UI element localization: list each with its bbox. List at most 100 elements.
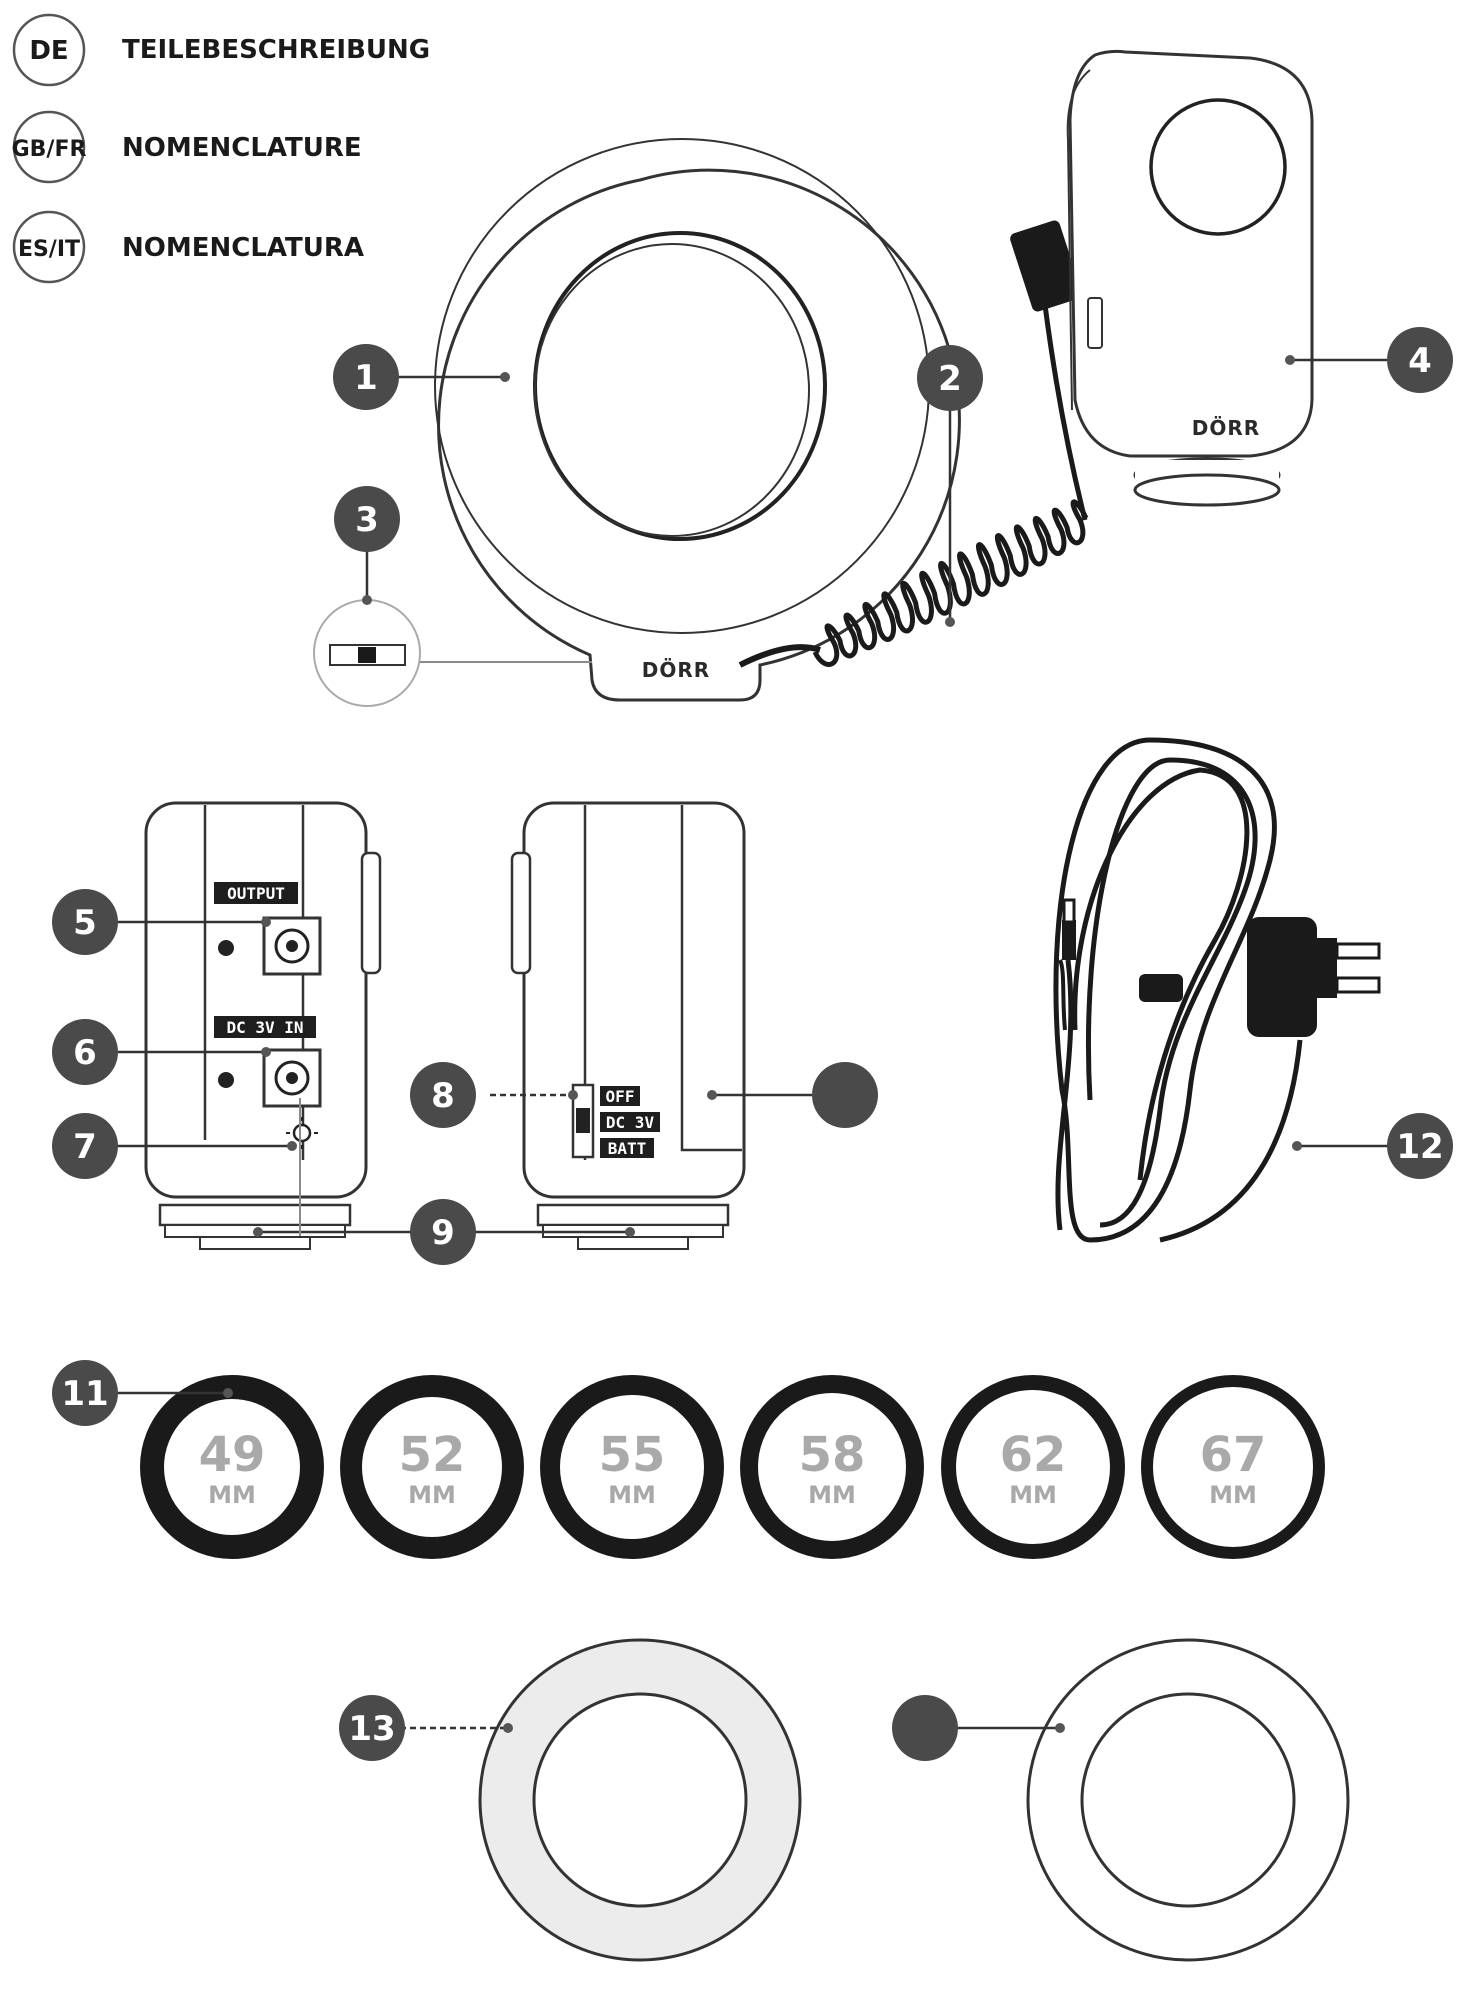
switch-dc-label-box xyxy=(600,1112,660,1132)
side-view-body xyxy=(522,801,746,1199)
switch-batt-label: BATT xyxy=(608,1139,647,1158)
switch-knob xyxy=(358,647,376,663)
adapter-ring-unit: MM xyxy=(608,1481,656,1509)
diffuser-ring-frosted-opening xyxy=(532,1692,748,1908)
leader-dot xyxy=(261,917,271,927)
adapter-cable-loop xyxy=(1053,737,1277,1243)
svg-text:1: 1 xyxy=(354,358,378,398)
wall-plug-body xyxy=(1247,917,1317,1037)
ring-flash-illustration: DÖRR xyxy=(434,138,961,702)
control-unit-side xyxy=(1066,69,1091,411)
dc-in-label: DC 3V IN xyxy=(226,1018,303,1037)
language-row-gbfr: GB/FR NOMENCLATURE xyxy=(12,110,362,184)
adapter-ring-size: 62 xyxy=(1000,1427,1067,1483)
leader-dot xyxy=(625,1227,635,1237)
callout-4: 4 xyxy=(1387,327,1453,393)
callout-1: 1 xyxy=(333,344,399,410)
indicator-led-icon xyxy=(292,1123,312,1143)
switch-detail-magnifier xyxy=(313,599,592,707)
language-row-esit: ES/IT NOMENCLATURA xyxy=(12,210,364,284)
diffuser-illustration xyxy=(478,1638,1350,1962)
control-unit-left-side-view: OUTPUT DC 3V IN xyxy=(144,801,382,1250)
adapter-ring-size: 58 xyxy=(799,1427,866,1483)
svg-text:9: 9 xyxy=(431,1213,455,1253)
language-badge xyxy=(12,110,86,184)
adapter-cable-lead xyxy=(1055,959,1074,1231)
adapter-ring-size: 49 xyxy=(199,1427,266,1483)
adapter-ring-unit: MM xyxy=(208,1481,256,1509)
output-label: OUTPUT xyxy=(227,884,285,903)
language-badge xyxy=(12,13,86,87)
adapter-ring-unit: MM xyxy=(1009,1481,1057,1509)
svg-text:13: 13 xyxy=(348,1709,395,1749)
leader-dot xyxy=(945,617,955,627)
control-unit-lamp xyxy=(1149,98,1287,236)
brand-logo: DÖRR xyxy=(1192,416,1260,440)
svg-text:7: 7 xyxy=(73,1127,97,1167)
adapter-ring-size: 52 xyxy=(399,1427,466,1483)
callout-3: 3 xyxy=(334,486,400,552)
adapter-ring-size: 67 xyxy=(1200,1427,1267,1483)
brand-logo: DÖRR xyxy=(642,658,710,682)
adapter-cable-lead xyxy=(1159,1039,1303,1243)
wall-plug-collar xyxy=(1317,938,1337,998)
switch-off-label-box xyxy=(600,1086,640,1106)
diffuser-ring-clear-opening xyxy=(1080,1692,1296,1908)
cable-connector xyxy=(1010,220,1082,312)
callout-leaders xyxy=(118,355,1387,1733)
dc-plug-lead xyxy=(1058,959,1067,1031)
callout-11: 11 xyxy=(52,1360,118,1426)
side-view-shoe xyxy=(158,1203,352,1227)
output-label-box xyxy=(214,882,298,904)
leader-dot xyxy=(261,1047,271,1057)
svg-text:4: 4 xyxy=(1408,341,1432,381)
callout-10 xyxy=(812,1062,878,1128)
output-jack xyxy=(262,916,322,976)
leader-dot xyxy=(568,1090,578,1100)
callout-12: 12 xyxy=(1387,1113,1453,1179)
language-title: NOMENCLATURA xyxy=(122,233,364,263)
leader-dot xyxy=(362,595,372,605)
language-title: TEILEBESCHREIBUNG xyxy=(122,35,430,65)
leader-dot xyxy=(223,1388,233,1398)
power-adapter-illustration xyxy=(1053,737,1381,1243)
leader-dot xyxy=(253,1227,263,1237)
cable-coil xyxy=(812,499,1089,667)
adapter-ring-shape xyxy=(140,1375,324,1559)
ring-flash-lens-opening xyxy=(533,231,827,541)
output-jack-pin xyxy=(286,940,298,952)
ring-flash-inner-edge xyxy=(534,243,810,537)
control-unit-illustration: DÖRR xyxy=(1066,49,1314,507)
side-view-body xyxy=(144,801,368,1199)
adapter-ring-size: 55 xyxy=(599,1427,666,1483)
language-row-de: DE TEILEBESCHREIBUNG xyxy=(12,13,430,87)
side-view-shoe-plate xyxy=(577,1236,689,1250)
leader-dot xyxy=(1292,1141,1302,1151)
cable-straight-section xyxy=(1042,304,1088,521)
dc-in-label-box xyxy=(214,1016,316,1038)
side-view-seam xyxy=(680,805,742,1152)
leader-dot xyxy=(287,1141,297,1151)
callout-7: 7 xyxy=(52,1113,118,1179)
hot-shoe-foot-base xyxy=(1133,473,1281,507)
svg-text:2: 2 xyxy=(938,359,962,399)
leader-dot xyxy=(503,1723,513,1733)
polarity-icon xyxy=(218,940,234,956)
svg-text:5: 5 xyxy=(73,903,97,943)
adapter-ring-shape xyxy=(340,1375,524,1559)
svg-text:12: 12 xyxy=(1396,1127,1443,1167)
callout-6: 6 xyxy=(52,1019,118,1085)
leader-dot xyxy=(500,372,510,382)
switch-dc-label: DC 3V xyxy=(606,1113,655,1132)
callout-13: 13 xyxy=(339,1695,405,1761)
svg-text:3: 3 xyxy=(355,500,379,540)
language-code: DE xyxy=(29,36,68,66)
polarity-icon xyxy=(218,1072,234,1088)
side-view-shoe-plate xyxy=(199,1236,311,1250)
dc-in-jack-pin xyxy=(286,1072,298,1084)
language-code: GB/FR xyxy=(12,137,87,162)
